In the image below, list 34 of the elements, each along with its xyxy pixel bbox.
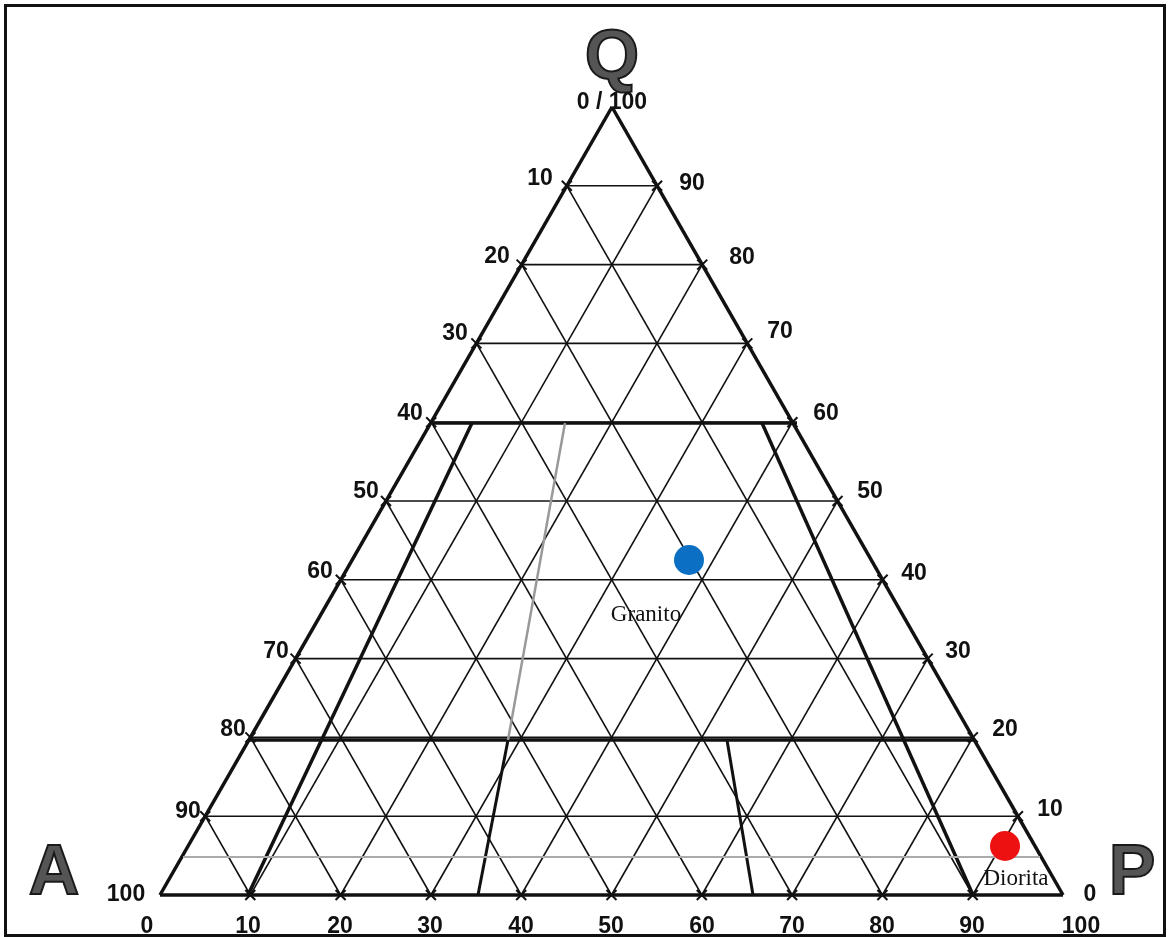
tick-label: 80: [729, 244, 755, 268]
tick-label: 0: [1083, 881, 1097, 905]
tick-label: 70: [263, 638, 289, 662]
tick-label: 60: [689, 913, 715, 934]
tick-label: 70: [779, 913, 805, 934]
tick-label: 0: [140, 913, 154, 934]
tick-label: 80: [220, 716, 246, 740]
tick-label: 90: [959, 913, 985, 934]
tick-label: 10: [527, 165, 553, 189]
tick-label: 50: [598, 913, 624, 934]
tick-label: 50: [857, 478, 883, 502]
tick-label: 100: [106, 881, 146, 905]
apex-label: A: [28, 835, 80, 905]
tick-label: 20: [327, 913, 353, 934]
tick-label: 30: [945, 638, 971, 662]
tick-label: 30: [417, 913, 443, 934]
tick-label: 80: [869, 913, 895, 934]
apex-label: P: [1108, 835, 1156, 905]
tick-label: 20: [992, 716, 1018, 740]
tick-label: 70: [767, 318, 793, 342]
tick-label: 20: [484, 243, 510, 267]
tick-label: 100: [1061, 913, 1101, 934]
tick-label: 40: [397, 400, 423, 424]
tick-label: 40: [901, 560, 927, 584]
point-label: Diorita: [983, 865, 1049, 889]
tick-label: 40: [508, 913, 534, 934]
tick-label: 60: [813, 400, 839, 424]
tick-label: 30: [442, 320, 468, 344]
tick-label: 90: [175, 798, 201, 822]
tick-label: 90: [679, 170, 705, 194]
tick-label: 10: [235, 913, 261, 934]
tick-label: 10: [1037, 796, 1063, 820]
tick-label: 60: [307, 558, 333, 582]
tick-label: 50: [353, 478, 379, 502]
